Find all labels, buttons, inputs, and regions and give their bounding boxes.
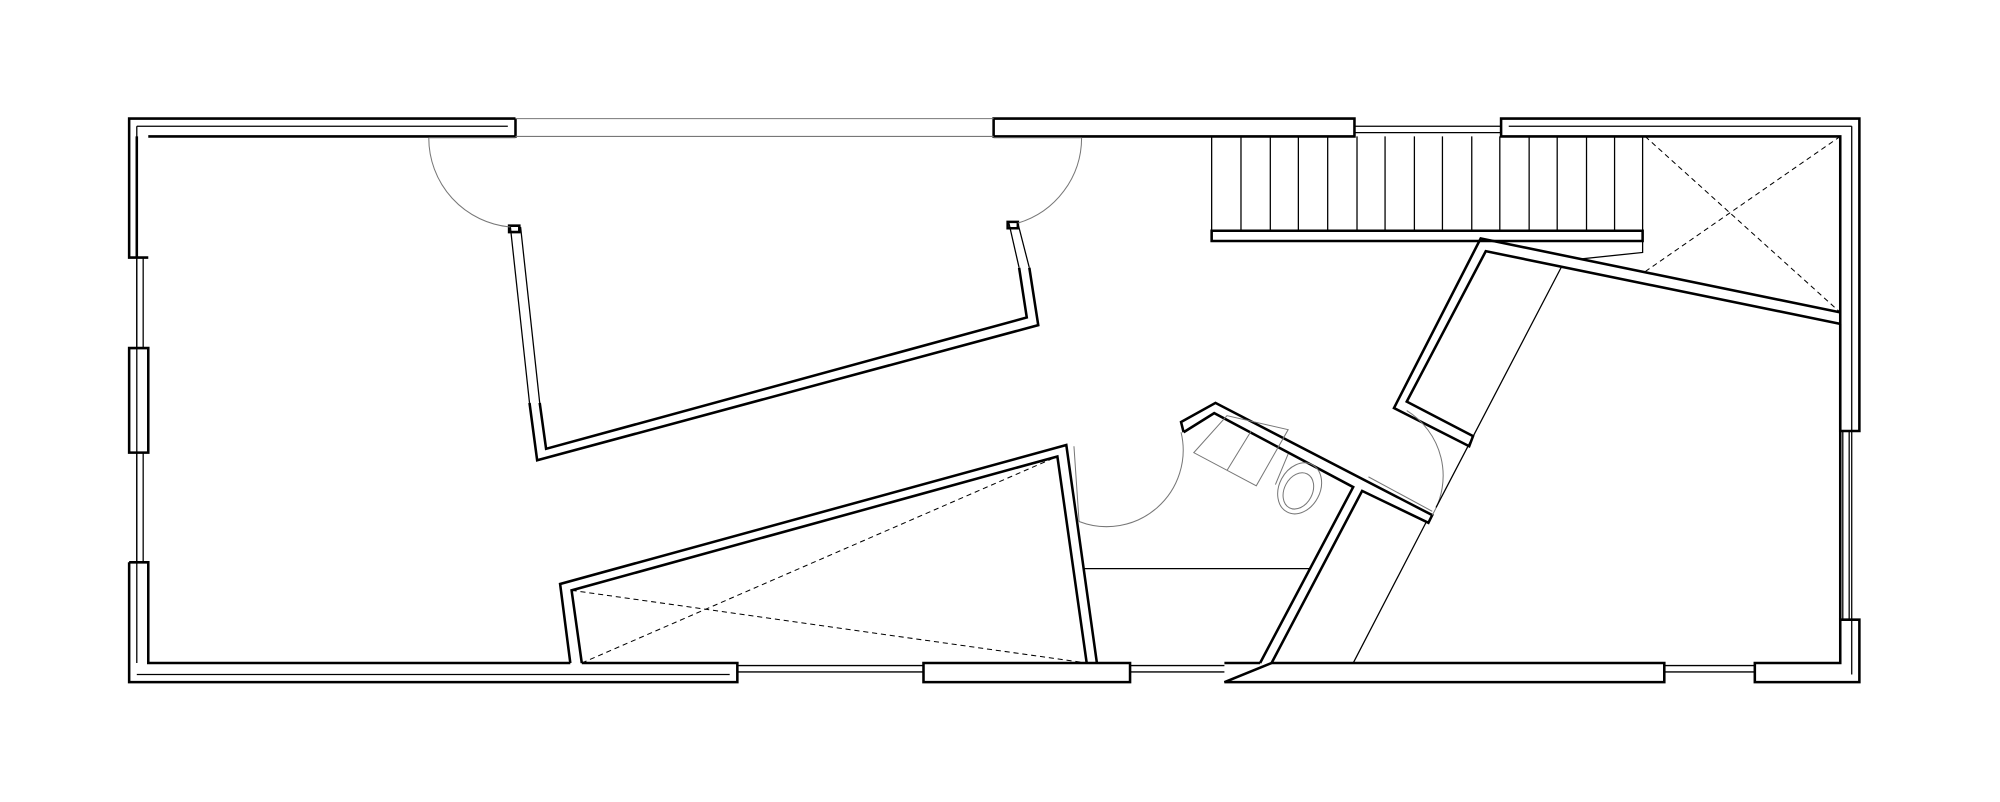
exterior-walls: [127, 117, 1861, 684]
fixtures: [1192, 415, 1323, 515]
stair: [1211, 136, 1644, 260]
thin-lines: [1084, 267, 1562, 664]
interior-walls: [507, 220, 1841, 664]
door-swings: [428, 137, 1444, 528]
dashed-openings: [571, 136, 1841, 664]
windows: [136, 118, 1850, 673]
